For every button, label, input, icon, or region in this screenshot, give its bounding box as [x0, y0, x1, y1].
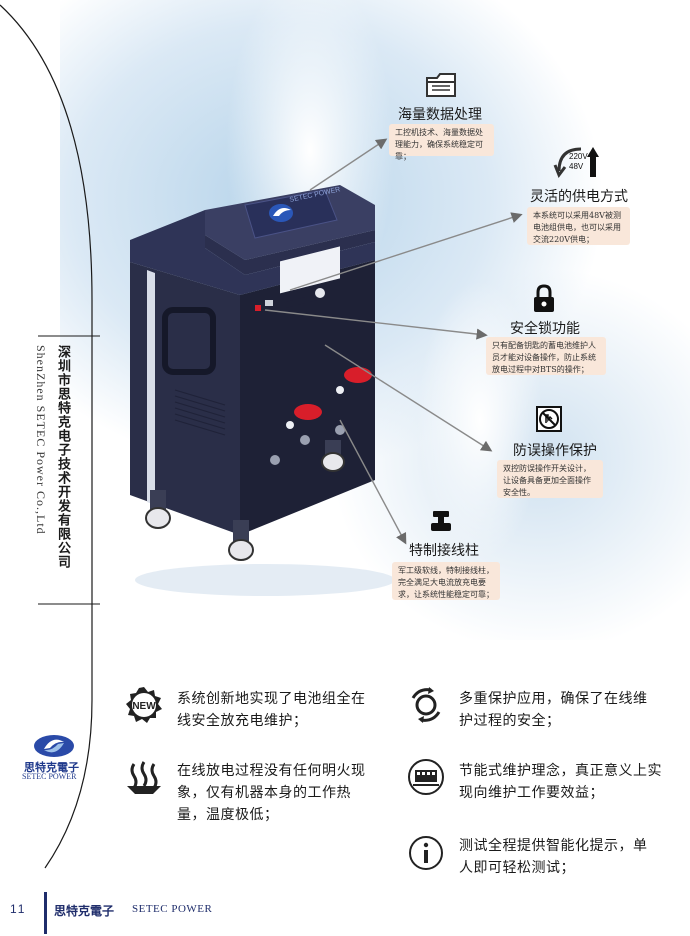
battery-discharge-machine: SETEC POWER — [130, 185, 395, 596]
heat-icon — [127, 761, 161, 794]
callout-title-protect: 防误操作保护 — [513, 443, 597, 459]
lock-icon — [534, 284, 554, 312]
callout-title-lock: 安全锁功能 — [510, 321, 580, 337]
feature-text-heat: 在线放电过程没有任何明火现象，仅有机器本身的工作热量，温度极低； — [177, 763, 366, 823]
folder-icon — [426, 73, 456, 97]
callout-title-data: 海量数据处理 — [398, 107, 482, 123]
new-badge-label: NEW — [132, 701, 156, 712]
feature-text-online: 系统创新地实现了电池组全在线安全放充电维护； — [177, 691, 366, 729]
footer-company-name: 思特克電子 — [54, 904, 115, 918]
power-switch-icon: 220V 48V — [553, 147, 599, 179]
power-label-220v: 220V — [569, 152, 588, 161]
company-name-cn: 深圳市思特克电子技术开发有限公司 — [55, 345, 70, 569]
footer-company-en: SETEC POWER — [132, 903, 213, 915]
callout-text-data: 工控机技术、海量数据处理能力，确保系统稳定可靠； — [389, 124, 494, 161]
callout-title-power: 灵活的供电方式 — [530, 189, 628, 205]
logo-en: SETEC POWER — [22, 772, 77, 781]
left-rail — [0, 0, 100, 870]
feature-text-protection: 多重保护应用，确保了在线维护过程的安全； — [459, 691, 648, 729]
info-icon — [409, 836, 443, 870]
power-label-48v: 48V — [569, 162, 584, 171]
logo-name: 思特克電子 — [24, 761, 79, 774]
callout-text-terminal: 军工级软线，特制接线柱，完全满足大电流放充电要求，让系统性能稳定可靠； — [392, 562, 500, 600]
feature-text-info: 测试全程提供智能化提示，单人即可轻松测试； — [459, 838, 648, 876]
setec-logo-icon — [34, 735, 74, 757]
energy-saving-icon — [408, 759, 444, 795]
callout-title-terminal: 特制接线柱 — [409, 543, 479, 559]
feature-text-energy: 节能式维护理念，真正意义上实现向维护工作要效益； — [459, 763, 662, 801]
sidebar-logo: 思特克電子 SETEC POWER — [18, 733, 88, 783]
callout-text-lock: 只有配备钥匙的蓄电池维护人员才能对设备操作，防止系统放电过程中对BTS的操作； — [486, 337, 606, 375]
new-badge-icon: NEW — [126, 687, 162, 723]
company-name-en: ShenZhen SETEC Power Co.,Ltd — [34, 345, 48, 535]
callout-text-protect: 双控防误操作开关设计，让设备具备更加全面操作安全性。 — [497, 460, 603, 498]
terminal-post-icon — [431, 511, 451, 531]
protection-cycle-icon — [411, 687, 441, 723]
footer-divider — [44, 892, 47, 934]
callout-text-power: 本系统可以采用48V被测电池组供电，也可以采用交流220V供电； — [527, 207, 630, 245]
page-number: 11 — [10, 902, 27, 916]
no-touch-icon — [536, 406, 562, 432]
